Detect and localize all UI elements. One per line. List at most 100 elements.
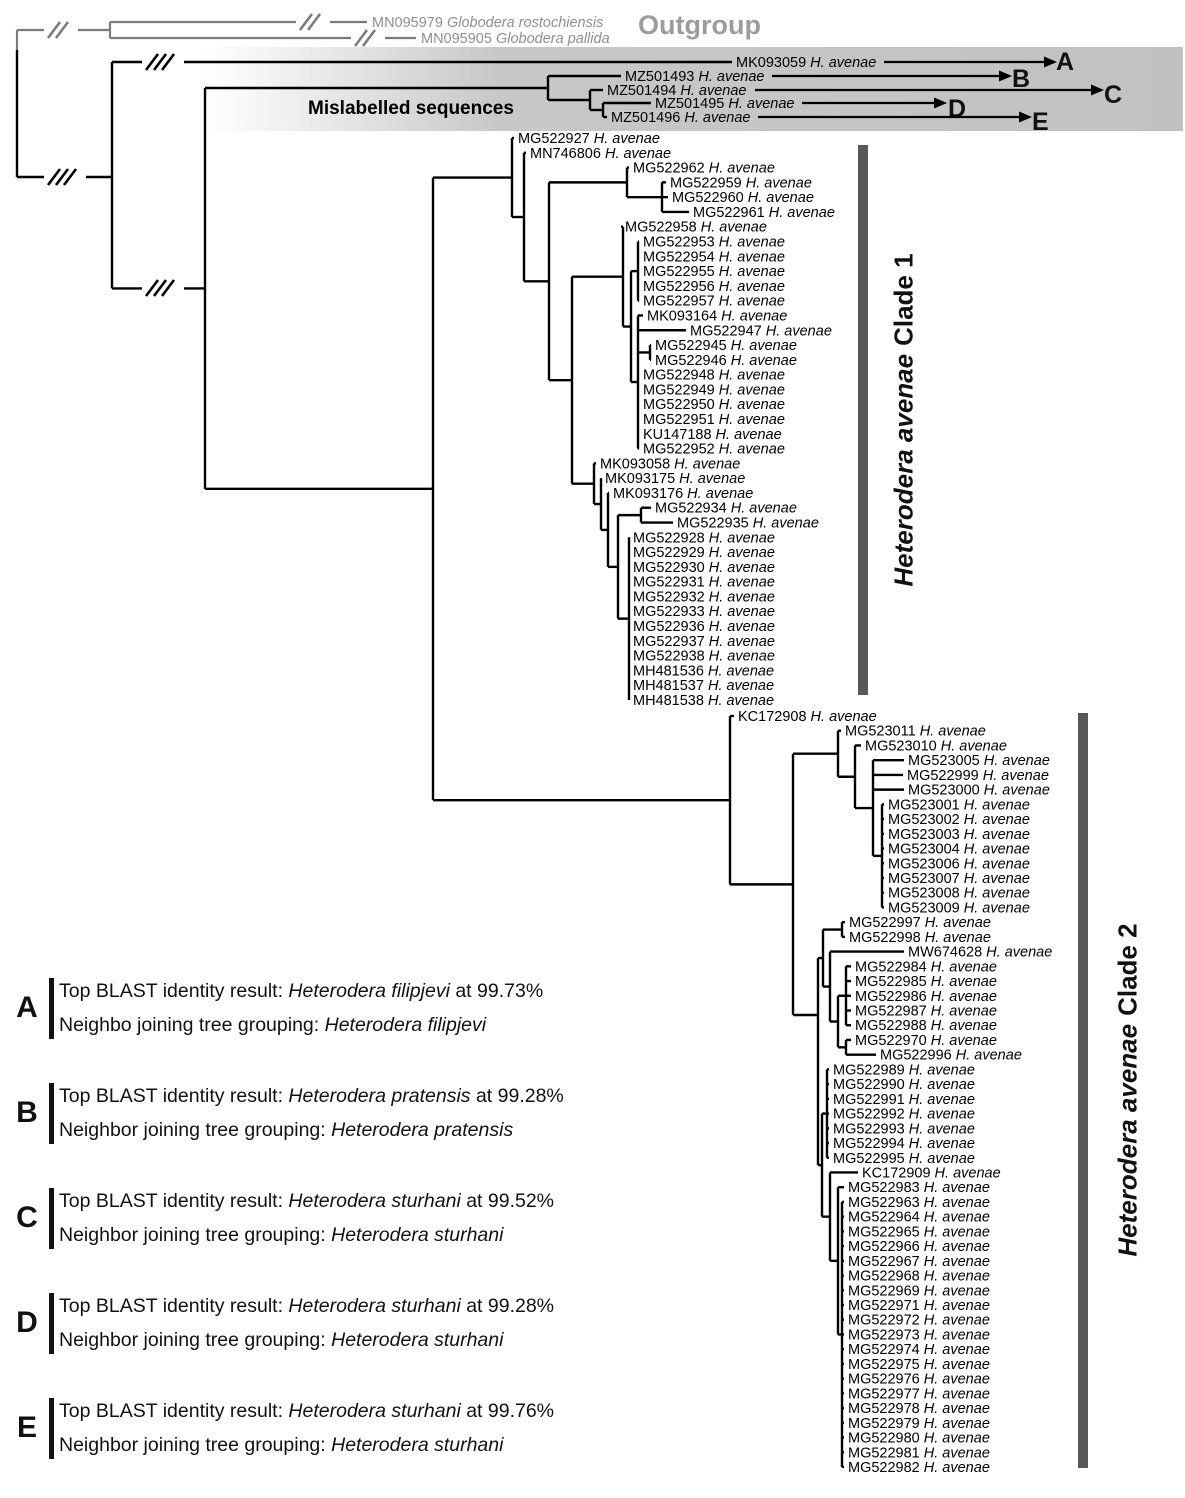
tip-label: MK093058 H. avenae [600, 456, 740, 472]
branch-break-icon [144, 53, 160, 71]
legend-blast-line: Top BLAST identity result: Heterodera st… [59, 1295, 555, 1317]
tip-label: MZ501496 H. avenae [611, 110, 750, 126]
link-letter-E: E [1032, 108, 1049, 136]
branch-break-icon [144, 279, 160, 297]
tip-label: MG522993 H. avenae [833, 1121, 975, 1137]
legend-blast-line: Top BLAST identity result: Heterodera st… [59, 1190, 555, 1212]
tip-label: MG522988 H. avenae [855, 1018, 997, 1034]
outgroup-tip-label: MN095905 Globodera pallida [421, 31, 610, 47]
legend-text-C: Top BLAST identity result: Heterodera st… [59, 1184, 699, 1252]
tip-label: MG522990 H. avenae [833, 1077, 975, 1093]
tip-label: MG522960 H. avenae [672, 190, 814, 206]
tip-label: MG522963 H. avenae [848, 1195, 990, 1211]
arrowhead-icon [934, 97, 947, 109]
tip-label: MG522986 H. avenae [855, 989, 997, 1005]
tip-label: MG522957 H. avenae [643, 294, 785, 310]
clade1-bar [858, 145, 868, 695]
tip-label: MG523006 H. avenae [888, 856, 1030, 872]
tip-label: MG522984 H. avenae [855, 959, 997, 975]
link-letter-C: C [1104, 81, 1122, 109]
clade2-title-rest: Clade 2 [1112, 923, 1143, 1016]
tip-label: MG522991 H. avenae [833, 1092, 975, 1108]
tip-label: MG522989 H. avenae [833, 1062, 975, 1078]
branch-break-mask [142, 282, 184, 294]
tip-label: MG522995 H. avenae [833, 1151, 975, 1167]
legend-letter-A: A [16, 991, 38, 1024]
tip-label: MK093164 H. avenae [647, 308, 787, 324]
legend-bracket-bar [49, 1188, 54, 1249]
legend-text-D: Top BLAST identity result: Heterodera st… [59, 1289, 699, 1357]
tip-label: MG522956 H. avenae [643, 279, 785, 295]
tip-label: MG522972 H. avenae [848, 1313, 990, 1329]
branch-break-icon [152, 279, 168, 297]
tip-label: MG522975 H. avenae [848, 1357, 990, 1373]
legend-letter-E: E [16, 1411, 37, 1444]
tip-label: MG522969 H. avenae [848, 1283, 990, 1299]
branch-break-icon [46, 168, 62, 186]
tip-label: MG522934 H. avenae [655, 501, 797, 517]
legend-text-E: Top BLAST identity result: Heterodera st… [59, 1394, 699, 1462]
branch-break-icon [160, 279, 176, 297]
tip-label: MG522998 H. avenae [849, 930, 991, 946]
outgroup-tip-label: MN095979 Globodera rostochiensis [372, 15, 603, 31]
clade2-title: Heterodera avenaeClade 2 [1113, 923, 1144, 1256]
tip-label: MW674628 H. avenae [908, 945, 1052, 961]
tip-label: MG522962 H. avenae [633, 161, 775, 177]
tip-label: MG522974 H. avenae [848, 1342, 990, 1358]
tip-label: MG522929 H. avenae [633, 545, 775, 561]
tip-label: MG522951 H. avenae [643, 412, 785, 428]
tip-label: MG522948 H. avenae [643, 368, 785, 384]
tip-label: MG522931 H. avenae [633, 575, 775, 591]
tip-label: MG523004 H. avenae [888, 842, 1030, 858]
tip-label: MH481537 H. avenae [633, 678, 774, 694]
tip-label: MG523009 H. avenae [888, 900, 1030, 916]
branch-break-icon [46, 21, 62, 39]
tip-label: MG522953 H. avenae [643, 235, 785, 251]
tip-label: MG522933 H. avenae [633, 604, 775, 620]
tip-label: MG522999 H. avenae [907, 768, 1049, 784]
tip-label: MG522970 H. avenae [855, 1033, 997, 1049]
tip-label: MG522954 H. avenae [643, 249, 785, 265]
branch-break-icon [160, 53, 176, 71]
branch-break-icon [62, 168, 78, 186]
tip-label: MN746806 H. avenae [530, 146, 671, 162]
branch-break-icon [298, 13, 314, 31]
tip-label: MG522949 H. avenae [643, 382, 785, 398]
tip-label: MG522978 H. avenae [848, 1401, 990, 1417]
tip-label: MG522982 H. avenae [848, 1460, 990, 1476]
branch-break-icon [353, 29, 369, 47]
legend-grouping-line: Neighbor joining tree grouping: Heterode… [59, 1119, 514, 1141]
tip-label: MG522983 H. avenae [848, 1180, 990, 1196]
legend-bracket-bar [49, 1398, 54, 1459]
link-letter-D: D [948, 95, 966, 123]
legend-bracket-bar [49, 978, 54, 1039]
branch-break-icon [306, 13, 322, 31]
tip-label: MG522937 H. avenae [633, 634, 775, 650]
tip-label: MG523003 H. avenae [888, 827, 1030, 843]
tip-label: MG522977 H. avenae [848, 1386, 990, 1402]
legend-grouping-line: Neighbor joining tree grouping: Heterode… [59, 1434, 504, 1456]
branch-break-icon [152, 53, 168, 71]
tip-label: MG522946 H. avenae [655, 353, 797, 369]
branch-break-mask [142, 56, 184, 68]
clade2-bar [1078, 713, 1088, 1468]
link-letter-B: B [1012, 65, 1030, 93]
tip-label: MG522968 H. avenae [848, 1269, 990, 1285]
branch-break-mask [44, 171, 86, 183]
tip-label: MG522997 H. avenae [849, 915, 991, 931]
tip-label: MG522964 H. avenae [848, 1210, 990, 1226]
legend-letter-B: B [16, 1096, 38, 1129]
tip-label: MG522976 H. avenae [848, 1372, 990, 1388]
tip-label: MG523008 H. avenae [888, 886, 1030, 902]
tip-label: MG522930 H. avenae [633, 560, 775, 576]
legend-bracket-bar [49, 1083, 54, 1144]
tip-label: MG522981 H. avenae [848, 1445, 990, 1461]
tip-label: MG522967 H. avenae [848, 1254, 990, 1270]
tip-label: KU147188 H. avenae [643, 427, 782, 443]
tip-label: MG522928 H. avenae [633, 530, 775, 546]
legend-letter-D: D [16, 1306, 38, 1339]
tip-label: MZ501494 H. avenae [607, 83, 746, 99]
tip-label: MG522935 H. avenae [677, 516, 819, 532]
tip-label: MG523011 H. avenae [845, 724, 986, 740]
